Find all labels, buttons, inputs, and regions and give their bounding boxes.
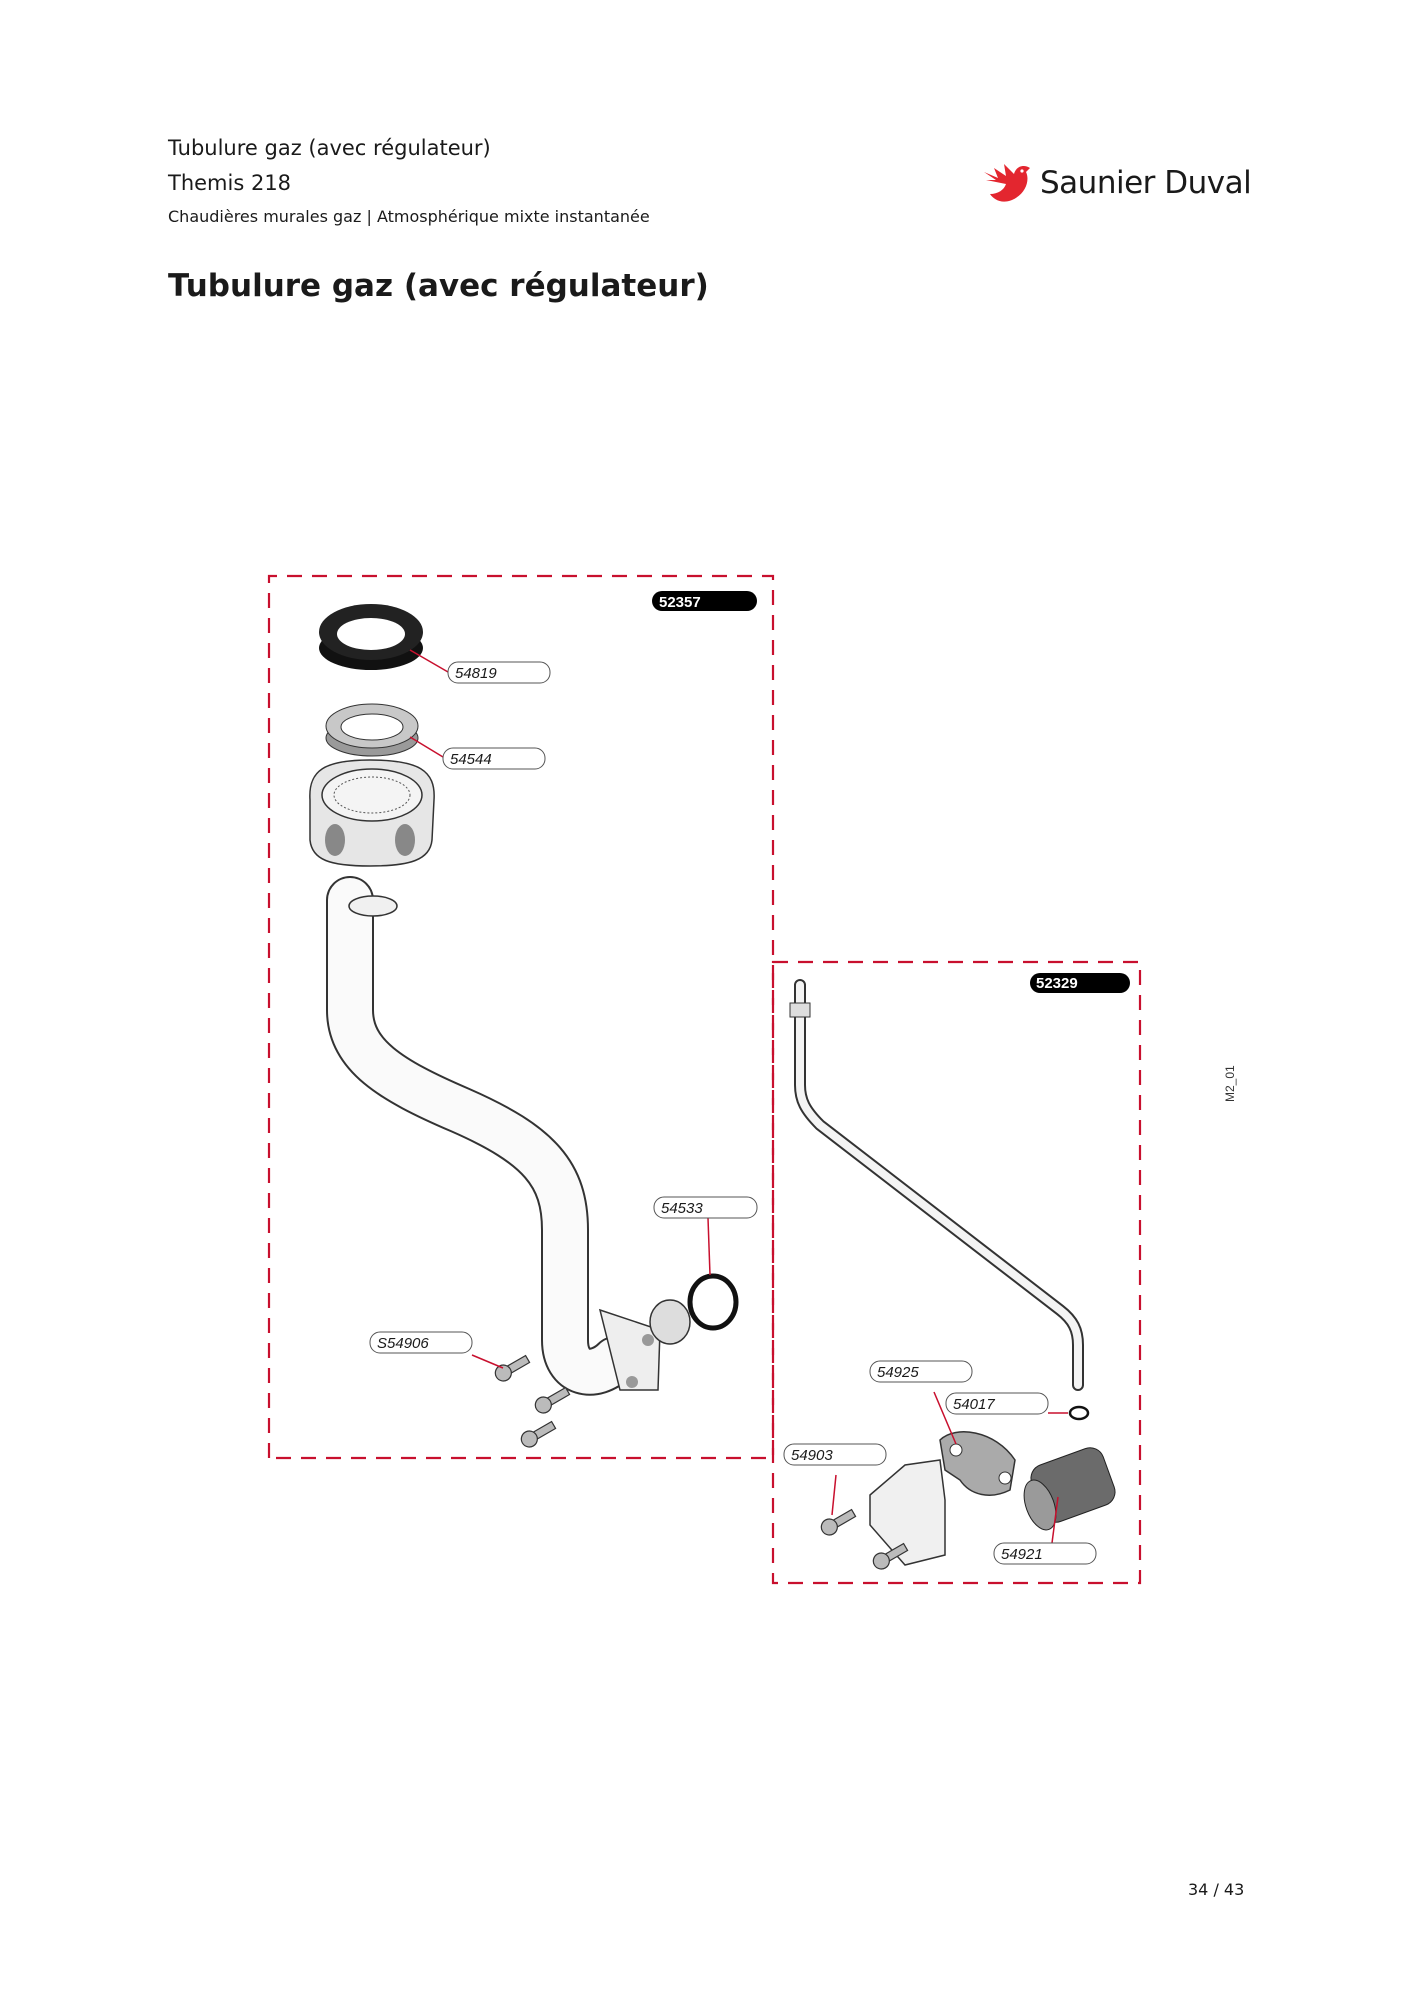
kit-frame-52357	[267, 574, 775, 1460]
callout-54903: 54903	[791, 1447, 833, 1464]
bracket-screws-part	[820, 1508, 909, 1570]
callout-54533: 54533	[661, 1200, 703, 1217]
callout-S54906: S54906	[377, 1335, 429, 1352]
union-nut-part	[309, 759, 435, 867]
callout-54819: 54819	[455, 665, 497, 682]
page-title: Tubulure gaz (avec régulateur)	[168, 268, 709, 304]
callout-54921: 54921	[1001, 1546, 1043, 1563]
kit-label-52329: 52329	[1030, 973, 1130, 993]
gas-pipe-part	[326, 876, 691, 1396]
brand-name: Saunier Duval	[1040, 165, 1252, 201]
callout-54017: 54017	[953, 1396, 995, 1413]
washer-part	[325, 703, 419, 757]
svg-text:52329: 52329	[1036, 975, 1078, 992]
svg-text:52357: 52357	[659, 594, 701, 611]
kit-label-52357: 52357	[652, 591, 757, 611]
bracket-part	[869, 1431, 1016, 1566]
page-number: 34 / 43	[1188, 1880, 1245, 1899]
bird-logo-icon	[984, 164, 1030, 202]
brand-logo: Saunier Duval	[980, 158, 1252, 208]
o-ring-part	[687, 1273, 739, 1331]
leader-lines	[409, 649, 1068, 1544]
screws-part	[494, 1354, 571, 1448]
small-seal-part	[1068, 1405, 1090, 1421]
callout-54544: 54544	[450, 751, 492, 768]
seal-ring-part	[319, 604, 423, 670]
cap-part	[1023, 1447, 1116, 1531]
header-doc-title: Tubulure gaz (avec régulateur)	[168, 136, 491, 160]
pressure-tube-part	[789, 979, 1084, 1391]
kit-frame-52329	[771, 960, 1142, 1585]
header-model: Themis 218	[168, 171, 292, 195]
diagram-code: M2_01	[1223, 1065, 1237, 1102]
callout-54925: 54925	[877, 1364, 919, 1381]
header-category: Chaudières murales gaz | Atmosphérique m…	[168, 207, 650, 226]
